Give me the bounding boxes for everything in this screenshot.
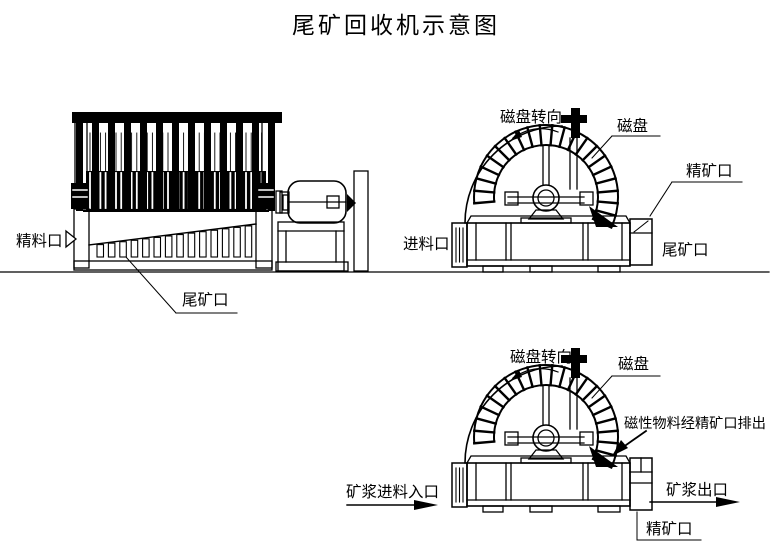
motor-assembly — [275, 170, 369, 272]
shield-cover — [464, 125, 563, 224]
label-lower-rotation: 磁盘转向 — [510, 347, 572, 366]
outlet-box — [629, 218, 653, 266]
feed-box — [451, 222, 468, 268]
drive-shaft — [561, 108, 587, 190]
disk-leader-line — [591, 135, 661, 159]
disk-stack — [71, 112, 289, 214]
tank — [466, 215, 631, 273]
rotation-arrow-curve — [510, 368, 559, 381]
hub-bearing — [504, 145, 594, 224]
shield-cover — [464, 365, 563, 464]
disk-leader-line — [591, 375, 661, 399]
trough-tank — [73, 208, 273, 271]
leader-lines-upper — [649, 181, 743, 217]
leader-lines-side — [65, 229, 238, 314]
label-side-concentrate-port: 精料口 — [16, 232, 63, 250]
feed-box — [451, 462, 468, 508]
leader-lines-lower — [346, 429, 740, 541]
page-title: 尾矿回收机示意图 — [292, 13, 500, 38]
label-lower-slurry-inlet: 矿浆进料入口 — [346, 483, 439, 501]
outlet-box — [629, 457, 653, 511]
rotation-arrow-curve — [510, 128, 559, 141]
label-upper-feed-port: 进料口 — [403, 235, 450, 253]
front-view-upper — [451, 108, 661, 273]
drive-shaft — [561, 348, 587, 430]
label-upper-rotation: 磁盘转向 — [500, 107, 562, 126]
label-lower-discharge-note: 磁性物料经精矿口排出 — [624, 416, 766, 432]
label-upper-disk: 磁盘 — [617, 116, 648, 135]
label-lower-disk: 磁盘 — [618, 354, 649, 373]
label-lower-concentrate: 精矿口 — [646, 520, 693, 538]
label-side-tailings-port: 尾矿口 — [182, 291, 229, 309]
label-upper-concentrate: 精矿口 — [686, 162, 733, 180]
front-view-lower — [451, 348, 661, 513]
label-lower-slurry-outlet: 矿浆出口 — [666, 481, 728, 499]
label-upper-tailings: 尾矿口 — [662, 241, 709, 259]
side-view-machine — [71, 112, 369, 272]
